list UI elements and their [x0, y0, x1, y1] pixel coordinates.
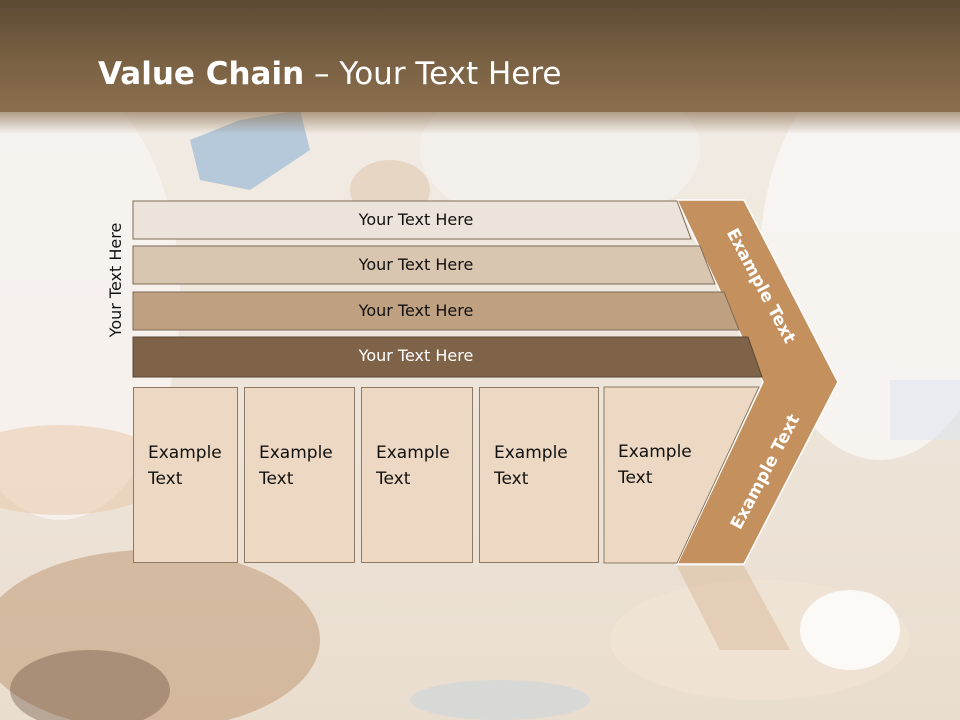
row-shape-4 — [132, 336, 763, 378]
slide-title-bold: Value Chain — [98, 56, 305, 92]
box-shape-5 — [603, 386, 760, 564]
row-label-4: Your Text Here — [358, 346, 474, 365]
title-band — [0, 0, 960, 112]
slide-title-rest: Your Text Here — [339, 56, 562, 92]
slide-title: Value Chain – Your Text Here — [98, 54, 562, 94]
title-band-fade — [0, 112, 960, 134]
chevron-reflection — [677, 566, 790, 650]
slide-title-separator: – — [304, 56, 340, 92]
row-shape-1 — [132, 200, 692, 240]
chevron-shape — [675, 199, 839, 565]
row-shape-3 — [132, 291, 740, 331]
row-label-2: Your Text Here — [358, 255, 474, 274]
row-label-1: Your Text Here — [358, 210, 474, 229]
row-shape-2 — [132, 245, 716, 285]
row-label-3: Your Text Here — [358, 301, 474, 320]
